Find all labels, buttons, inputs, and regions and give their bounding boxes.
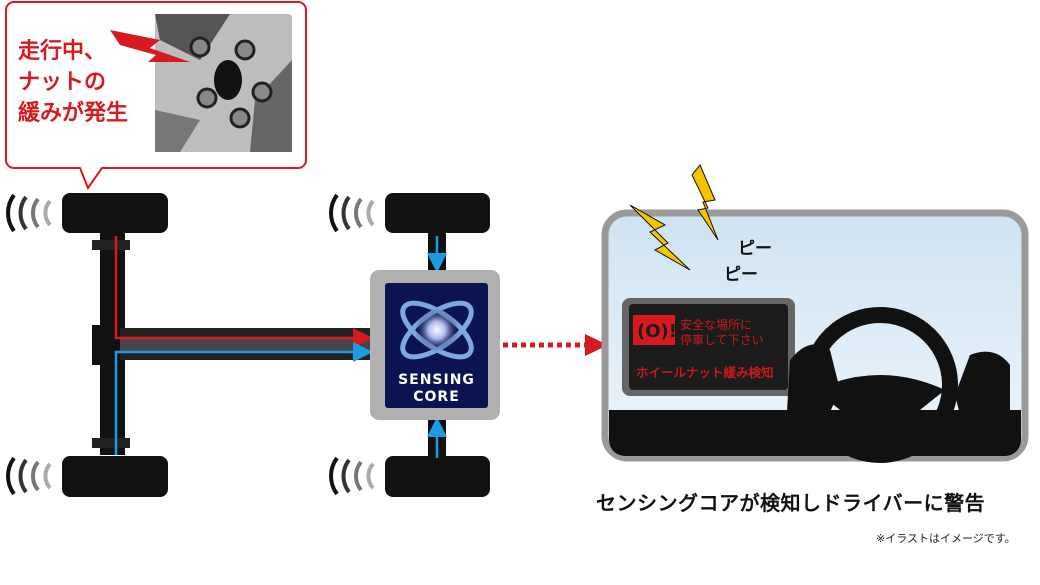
- beep-text-2: ピー: [724, 265, 758, 285]
- callout-text: 走行中、 ナットの 緩みが発生: [18, 39, 129, 126]
- caption: センシングコアが検知しドライバーに警告: [596, 491, 986, 515]
- sensing-core-module: [370, 270, 500, 420]
- illustration-note: ※イラストはイメージです。: [876, 532, 1016, 545]
- lightning-icon: [691, 164, 719, 241]
- callout-bubble: [5, 1, 307, 191]
- tire-rear-right: [385, 456, 490, 497]
- sensing-core-label-line1: SENSING: [398, 372, 475, 388]
- beep-text-1: ピー: [738, 239, 772, 259]
- display-message: 安全な場所に 停車して下さい: [680, 318, 764, 347]
- steering-wheel-icon: [785, 307, 1010, 463]
- lightning-icon: [110, 30, 190, 62]
- tire-rear-left: [62, 456, 168, 497]
- wheel-nut-image: [155, 14, 292, 152]
- display-warning: ホイールナット緩み検知: [636, 365, 774, 380]
- tire-warning-icon: [633, 315, 675, 345]
- tire-front-left: [62, 193, 168, 233]
- sensing-core-label-line2: CORE: [413, 389, 460, 405]
- tire-front-right: [385, 193, 490, 233]
- driver-view: (O)!: [601, 164, 1029, 463]
- vibration-icon: [6, 193, 375, 496]
- signal-line-blue: [114, 342, 373, 455]
- lightning-icon: [629, 204, 691, 271]
- signal-line-red: [114, 236, 373, 348]
- svg-text:(O)!: (O)!: [637, 321, 677, 342]
